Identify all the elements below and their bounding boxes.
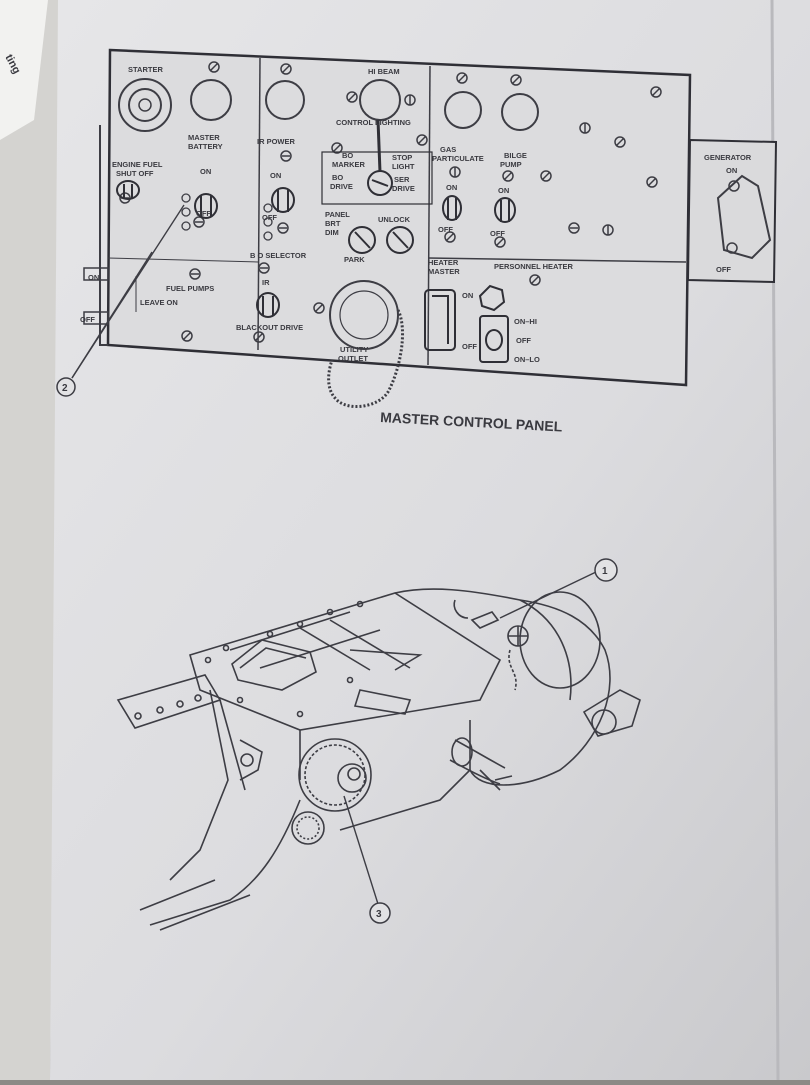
callout-2: 2 xyxy=(56,204,185,397)
heater-master-switch[interactable] xyxy=(424,289,456,351)
bilge-pump-lamp xyxy=(501,93,539,131)
label-on-heater: ON xyxy=(462,291,473,300)
label-on-ir: ON xyxy=(270,171,281,180)
fuel-pumps-toggle[interactable] xyxy=(256,292,280,318)
label-master-battery-2: BATTERY xyxy=(188,142,223,151)
label-utility-1: UTILITY xyxy=(340,345,368,354)
panel-brightness-knob[interactable] xyxy=(348,226,376,254)
label-blackout-drive: BLACKOUT DRIVE xyxy=(236,323,303,332)
label-panel-1: PANEL xyxy=(325,210,350,219)
label-master-battery-1: MASTER xyxy=(188,133,220,142)
panel-toggle-switches xyxy=(116,170,516,363)
label-gas-2: PARTICULATE xyxy=(432,154,484,163)
facing-page-corner xyxy=(0,0,48,140)
heater-circuit-breaker[interactable] xyxy=(478,284,506,312)
label-on-lo: ON–LO xyxy=(514,355,540,364)
ir-power-toggle[interactable] xyxy=(271,187,295,213)
hull-mechanism-drawing xyxy=(116,588,641,931)
label-on-battery: ON xyxy=(200,167,211,176)
label-engine-fuel-1: ENGINE FUEL xyxy=(112,160,163,169)
label-bilge-1: BILGE xyxy=(504,151,527,160)
generator-switch-guard[interactable] xyxy=(716,174,772,260)
panel-outline xyxy=(106,48,692,387)
gas-particulate-toggle[interactable] xyxy=(442,195,462,221)
ir-power-lamp xyxy=(265,80,305,120)
starter-button[interactable] xyxy=(118,78,172,132)
label-bo-drive-1: BO xyxy=(332,173,343,182)
label-bo-marker-1: BO xyxy=(342,151,353,160)
label-on-hi: ON–HI xyxy=(514,317,537,326)
utility-outlet-cap[interactable] xyxy=(329,280,399,350)
label-ir: IR xyxy=(262,278,270,287)
callout-2-label: 2 xyxy=(62,383,68,394)
label-bo-selector: B O SELECTOR xyxy=(250,251,307,260)
label-ir-power: IR POWER xyxy=(257,137,296,146)
label-starter: STARTER xyxy=(128,65,163,74)
label-off-heater: OFF xyxy=(516,336,531,345)
personnel-heater-toggle[interactable] xyxy=(479,315,509,363)
label-heater-master-1: HEATER xyxy=(428,258,459,267)
engine-fuel-shutoff-toggle[interactable] xyxy=(116,180,140,200)
label-off-ir: OFF xyxy=(262,213,277,222)
label-utility-2: OUTLET xyxy=(338,354,368,363)
label-generator: GENERATOR xyxy=(704,153,752,162)
label-on-gas: ON xyxy=(446,183,457,192)
label-off-left: OFF xyxy=(80,315,95,324)
label-unlock: UNLOCK xyxy=(378,215,411,224)
label-off-bilge: OFF xyxy=(490,229,505,238)
master-battery-lamp xyxy=(190,79,232,121)
label-panel-2: BRT xyxy=(325,219,341,228)
label-bo-marker-2: MARKER xyxy=(332,160,365,169)
label-ser-drive-2: DRIVE xyxy=(392,184,415,193)
label-off-battery: OFF xyxy=(196,209,211,218)
label-engine-fuel-2: SHUT OFF xyxy=(116,169,154,178)
label-panel-3: DIM xyxy=(325,228,339,237)
label-on-left: ON xyxy=(88,273,99,282)
label-off-heater-left: OFF xyxy=(462,342,477,351)
label-control-lighting: CONTROL LIGHTING xyxy=(336,118,411,127)
label-gen-off: OFF xyxy=(716,265,731,274)
label-gen-on: ON xyxy=(726,166,737,175)
label-off-gas: OFF xyxy=(438,225,453,234)
label-leave-on: LEAVE ON xyxy=(140,298,178,307)
callout-3-label: 3 xyxy=(376,909,382,920)
label-gas-1: GAS xyxy=(440,145,456,154)
label-bilge-2: PUMP xyxy=(500,160,522,169)
hi-beam-lamp xyxy=(359,79,401,121)
callout-1: 1 xyxy=(499,558,618,619)
label-stop-light-2: LIGHT xyxy=(392,162,415,171)
facing-page xyxy=(0,0,62,1080)
bo-selector-knob[interactable] xyxy=(386,226,414,254)
generator-box xyxy=(686,138,778,284)
bilge-pump-toggle[interactable] xyxy=(494,197,516,223)
gas-particulate-lamp xyxy=(444,91,482,129)
master-battery-toggle[interactable] xyxy=(194,193,218,219)
outlet-chain xyxy=(327,309,405,409)
master-control-panel: STARTER HI BEAM CONTROL LIGHTING MASTER … xyxy=(80,48,778,409)
callout-3: 3 xyxy=(343,795,391,924)
label-hi-beam: HI BEAM xyxy=(368,67,400,76)
label-on-bilge: ON xyxy=(498,186,509,195)
label-fuel-pumps: FUEL PUMPS xyxy=(166,284,214,293)
label-bo-drive-2: DRIVE xyxy=(330,182,353,191)
label-heater-master-2: MASTER xyxy=(428,267,460,276)
callout-1-label: 1 xyxy=(602,566,608,577)
label-stop-light-1: STOP xyxy=(392,153,412,162)
label-park: PARK xyxy=(344,255,365,264)
label-ser-drive-1: SER xyxy=(394,175,410,184)
label-personnel-heater: PERSONNEL HEATER xyxy=(494,262,573,271)
